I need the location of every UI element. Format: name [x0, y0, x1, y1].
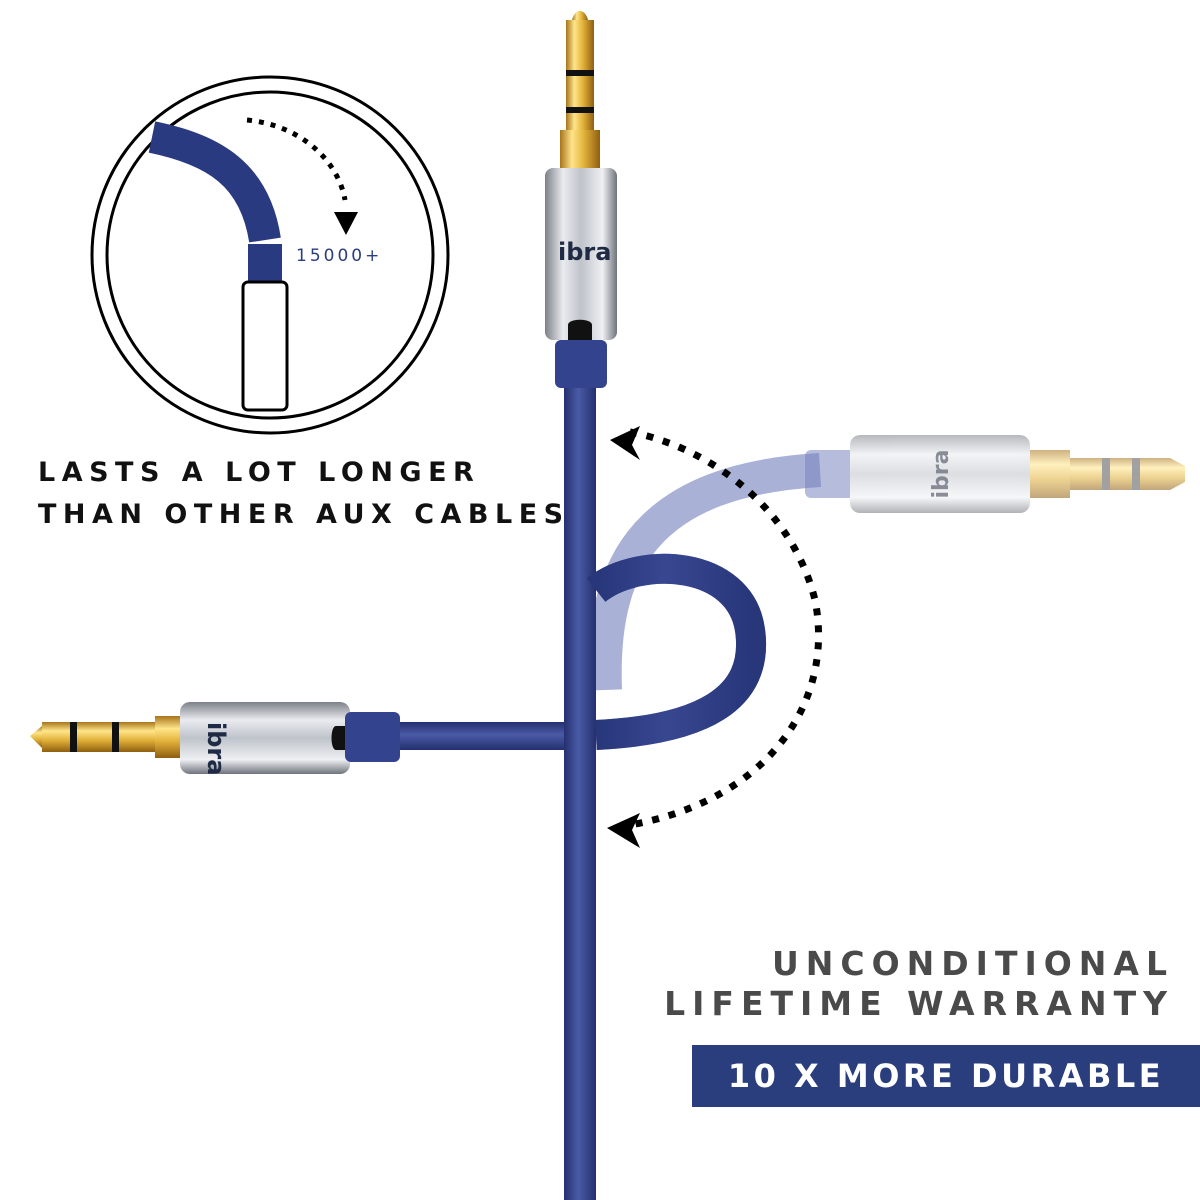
warranty-line: LIFETIME WARRANTY: [664, 984, 1174, 1023]
bend-count-label: 15000+: [296, 246, 383, 266]
left-plug: [30, 702, 400, 774]
right-plug-faded: [805, 435, 1185, 513]
brand-logo-top: ibra: [558, 238, 612, 266]
arrow-left-icon: [607, 813, 640, 848]
arrow-left-icon: [610, 426, 640, 460]
caption-line: LASTS A LOT LONGER: [38, 457, 481, 488]
top-plug: [545, 11, 617, 388]
warranty-heading: UNCONDITIONAL LIFETIME WARRANTY: [664, 944, 1174, 1024]
brand-logo-faded: ibra: [929, 450, 954, 499]
brand-logo-left: ibra: [202, 722, 230, 776]
durability-caption: LASTS A LOT LONGER THAN OTHER AUX CABLES: [38, 452, 570, 536]
bend-test-inset: [90, 75, 450, 435]
caption-line: THAN OTHER AUX CABLES: [38, 499, 570, 530]
warranty-line: UNCONDITIONAL: [771, 944, 1174, 983]
durability-banner: 10 X MORE DURABLE: [692, 1045, 1200, 1107]
arrow-down-icon: [334, 212, 358, 235]
